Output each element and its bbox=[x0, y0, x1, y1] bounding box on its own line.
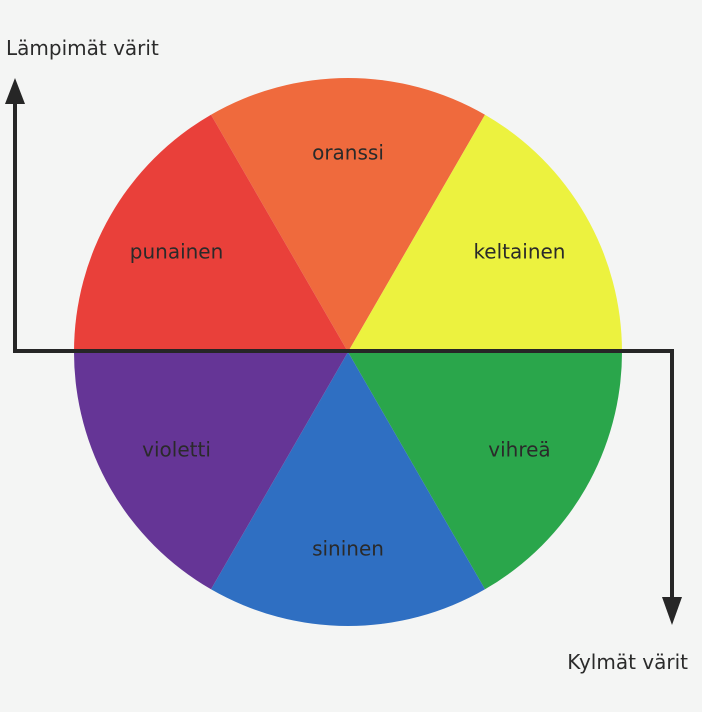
wheel-segment-orange bbox=[211, 78, 485, 353]
wheel-segment-green bbox=[348, 352, 622, 590]
wheel-segment-violet bbox=[74, 352, 348, 590]
segment-label-green: vihreä bbox=[488, 438, 550, 462]
segment-label-red: punainen bbox=[130, 240, 224, 264]
wheel-labels: oranssi keltainen vihreä sininen violetti pun… bbox=[130, 141, 566, 561]
warm-colors-label: Lämpimät värit bbox=[6, 36, 159, 60]
wheel-segments bbox=[74, 78, 622, 626]
segment-label-orange: oranssi bbox=[312, 141, 384, 165]
warm-cold-axis bbox=[5, 78, 682, 625]
wheel-segment-red bbox=[74, 114, 348, 353]
axis-line bbox=[13, 100, 674, 598]
wheel-segment-yellow bbox=[348, 114, 622, 353]
segment-label-yellow: keltainen bbox=[473, 240, 565, 264]
segment-label-blue: sininen bbox=[312, 537, 384, 561]
up-arrow-icon bbox=[5, 78, 25, 104]
cold-colors-label: Kylmät värit bbox=[567, 650, 688, 674]
down-arrow-icon bbox=[662, 597, 682, 625]
wheel-segment-blue bbox=[211, 352, 485, 626]
segment-label-violet: violetti bbox=[142, 438, 211, 462]
